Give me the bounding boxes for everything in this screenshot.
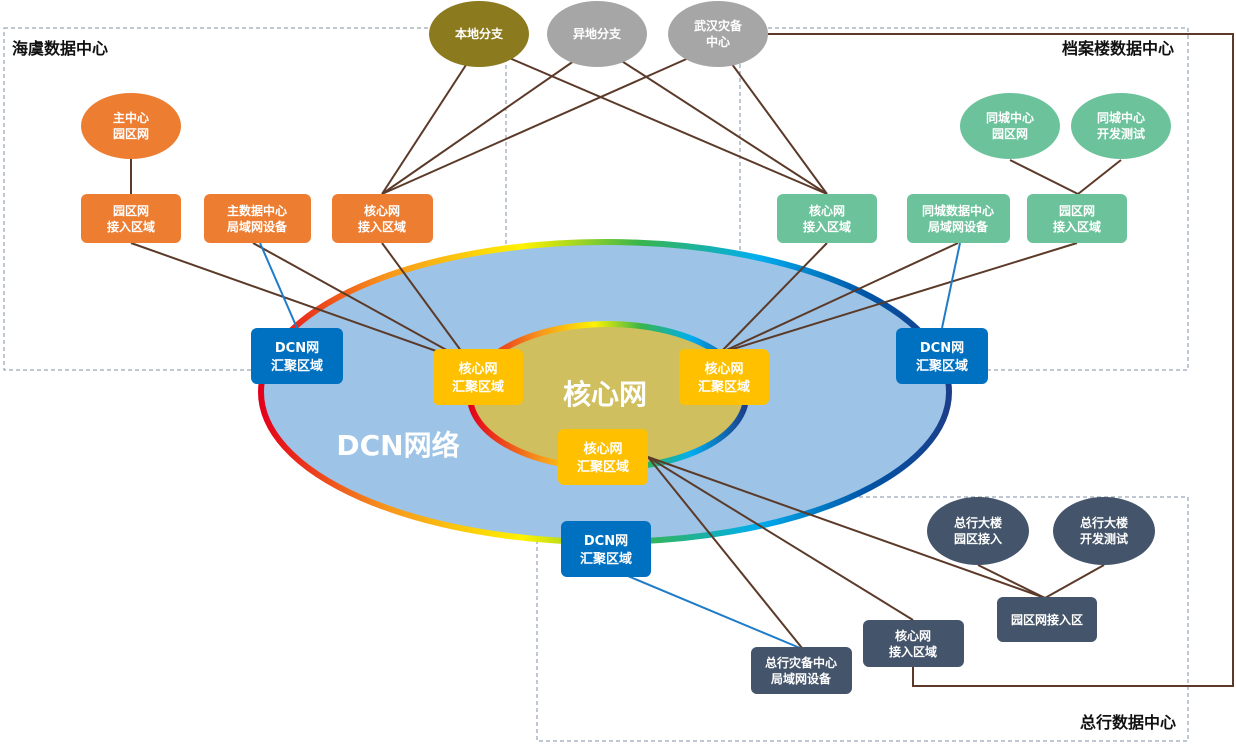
link-haiyu-lan-core [252,242,471,364]
head-building-test-node[interactable]: 总行大楼 开发测试 [1053,497,1155,565]
link-remote-archive-core [596,44,828,195]
archive-city-campus-label-1: 同城中心 [986,110,1034,125]
link-archive-campus-city [1009,159,1079,195]
head-building-campus-label-1: 总行大楼 [954,515,1002,530]
head-core-access-node[interactable]: 核心网 接入区域 [863,620,964,667]
core-agg-right-label-2: 汇聚区域 [698,379,750,395]
link-remote-haiyu-core [381,44,598,195]
link-head-campus-test [1044,564,1105,599]
link-local-archive-core [478,44,828,195]
branch-remote-node[interactable]: 异地分支 [547,1,647,67]
haiyu-campus-access-label-1: 园区网 [113,204,149,218]
branch-local-node[interactable]: 本地分支 [429,1,529,67]
haiyu-dcn-agg-node[interactable]: DCN网 汇聚区域 [251,328,343,384]
haiyu-lan-device-label-1: 主数据中心 [227,203,287,218]
archive-city-campus-label-2: 园区网 [992,127,1028,141]
head-dr-lan-node[interactable]: 总行灾备中心 局域网设备 [751,647,852,694]
link-wuhan-haiyu-core [381,44,719,195]
core-agg-right-node[interactable]: 核心网 汇聚区域 [679,349,769,405]
haiyu-lan-device-node[interactable]: 主数据中心 局域网设备 [204,194,311,243]
haiyu-main-campus-label-2: 园区网 [113,127,149,141]
archive-core-access-label-1: 核心网 [809,203,845,218]
head-building-test-label-1: 总行大楼 [1080,515,1128,530]
archive-lan-device-node[interactable]: 同城数据中心 局域网设备 [907,194,1010,243]
link-archive-lan-core [719,242,959,354]
head-dcn-agg-node[interactable]: DCN网 汇聚区域 [561,521,651,577]
link-core-head-campus [647,456,1046,599]
branch-wuhan-label-1: 武汉灾备 [694,18,743,33]
head-building-campus-label-2: 园区接入 [954,531,1002,546]
dcn-ring-label: DCN网络 [336,429,459,462]
link-archive-campus-core [719,242,1078,354]
head-dr-lan-label-2: 局域网设备 [771,671,832,686]
link-haiyu-lan-dcn [259,242,298,329]
haiyu-campus-access-node[interactable]: 园区网 接入区域 [81,194,181,243]
link-wuhan-archive-core [717,44,828,195]
connection-lines [130,33,1234,687]
region-archive-boundary [739,27,1189,371]
branch-wuhan-label-2: 中心 [706,34,730,49]
core-agg-left-node[interactable]: 核心网 汇聚区域 [433,349,523,405]
core-agg-right-label-1: 核心网 [704,361,743,377]
archive-dcn-agg-label-2: 汇聚区域 [916,358,968,374]
archive-campus-access-node[interactable]: 园区网 接入区域 [1027,194,1127,243]
archive-dcn-agg-node[interactable]: DCN网 汇聚区域 [896,328,988,384]
region-title-head: 总行数据中心 [1080,713,1176,732]
head-core-access-label-2: 接入区域 [889,644,937,659]
head-building-test-label-2: 开发测试 [1080,531,1128,546]
head-dcn-agg-label-1: DCN网 [584,534,628,549]
haiyu-dcn-agg-label-1: DCN网 [275,341,319,356]
haiyu-campus-access-label-2: 接入区域 [107,219,155,234]
link-haiyu-campus-core [130,242,471,364]
link-head-dcn-dr [622,573,801,649]
link-local-haiyu-core [381,44,480,195]
haiyu-core-access-label-1: 核心网 [364,203,400,218]
link-haiyu-core-core [381,242,471,364]
archive-campus-access-label-2: 接入区域 [1053,219,1101,234]
head-campus-access-label: 园区网接入区 [1011,612,1083,627]
link-archive-lan-dcn [941,242,961,329]
link-archive-core-core [719,242,828,354]
head-building-campus-node[interactable]: 总行大楼 园区接入 [927,497,1029,565]
archive-city-campus-node[interactable]: 同城中心 园区网 [960,93,1060,159]
core-agg-bottom-label-2: 汇聚区域 [577,459,629,475]
head-dr-lan-label-1: 总行灾备中心 [765,655,837,670]
archive-lan-device-label-2: 局域网设备 [928,219,989,234]
region-title-haiyu: 海虞数据中心 [12,39,108,58]
link-core-head-core [647,456,914,621]
link-core-head-dr [647,456,803,649]
archive-city-test-label-2: 开发测试 [1097,126,1145,141]
region-title-archive: 档案楼数据中心 [1062,39,1174,58]
link-head-campus-building [977,564,1046,599]
archive-lan-device-label-1: 同城数据中心 [922,203,994,218]
region-head-boundary [536,496,1189,742]
head-dcn-agg-label-2: 汇聚区域 [580,551,632,567]
link-archive-campus-test [1077,159,1122,195]
haiyu-main-campus-node[interactable]: 主中心 园区网 [81,93,181,159]
branch-remote-label: 异地分支 [573,26,622,41]
archive-city-test-label-1: 同城中心 [1097,110,1145,125]
link-wuhan-head-core [768,33,1234,687]
core-agg-left-label-2: 汇聚区域 [452,379,504,395]
haiyu-core-access-node[interactable]: 核心网 接入区域 [332,194,433,243]
core-agg-bottom-label-1: 核心网 [583,441,622,457]
haiyu-core-access-label-2: 接入区域 [358,219,406,234]
archive-city-test-node[interactable]: 同城中心 开发测试 [1071,93,1171,159]
archive-campus-access-label-1: 园区网 [1059,204,1095,218]
archive-core-access-label-2: 接入区域 [803,219,851,234]
branch-local-label: 本地分支 [455,26,504,41]
core-agg-bottom-node[interactable]: 核心网 汇聚区域 [558,429,648,485]
haiyu-lan-device-label-2: 局域网设备 [227,219,288,234]
head-core-access-label-1: 核心网 [895,628,931,643]
archive-dcn-agg-label-1: DCN网 [920,341,964,356]
archive-core-access-node[interactable]: 核心网 接入区域 [777,194,877,243]
core-ring-label: 核心网 [563,378,647,411]
haiyu-main-campus-label-1: 主中心 [113,110,149,125]
branch-wuhan-node[interactable]: 武汉灾备 中心 [668,1,768,67]
core-agg-left-label-1: 核心网 [458,361,497,377]
head-campus-access-node[interactable]: 园区网接入区 [997,597,1097,642]
haiyu-dcn-agg-label-2: 汇聚区域 [271,358,323,374]
